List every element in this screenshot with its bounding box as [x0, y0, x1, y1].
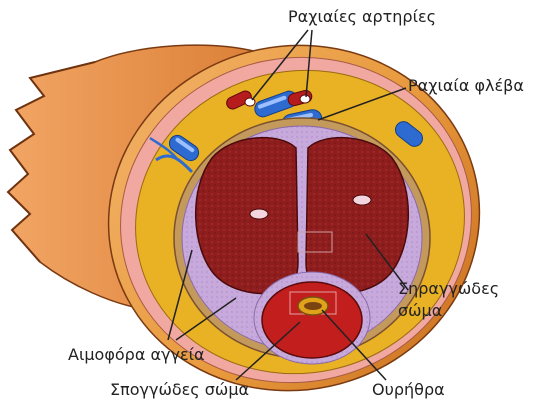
- dorsal-artery-right-lumen: [300, 95, 310, 103]
- corpus-spongiosum: [262, 282, 362, 358]
- corpus-spongiosum-group: [254, 272, 370, 364]
- label-blood-vessels: Αιμοφόρα αγγεία: [68, 346, 205, 364]
- cavernosal-artery-left: [250, 209, 268, 219]
- label-urethra: Ουρήθρα: [372, 381, 445, 399]
- label-dorsal-vein: Ραχιαία φλέβα: [408, 77, 524, 95]
- corpus-cavernosum-left: [196, 138, 298, 294]
- cavernosal-artery-right: [353, 195, 371, 205]
- label-corpus-spongiosum: Σπογγώδες σώμα: [110, 381, 249, 399]
- label-corpus-cavernosum: Σηραγγώδες σώμα: [398, 278, 518, 322]
- label-dorsal-arteries: Ραχιαίες αρτηρίες: [288, 8, 436, 26]
- urethra-lumen: [304, 302, 322, 310]
